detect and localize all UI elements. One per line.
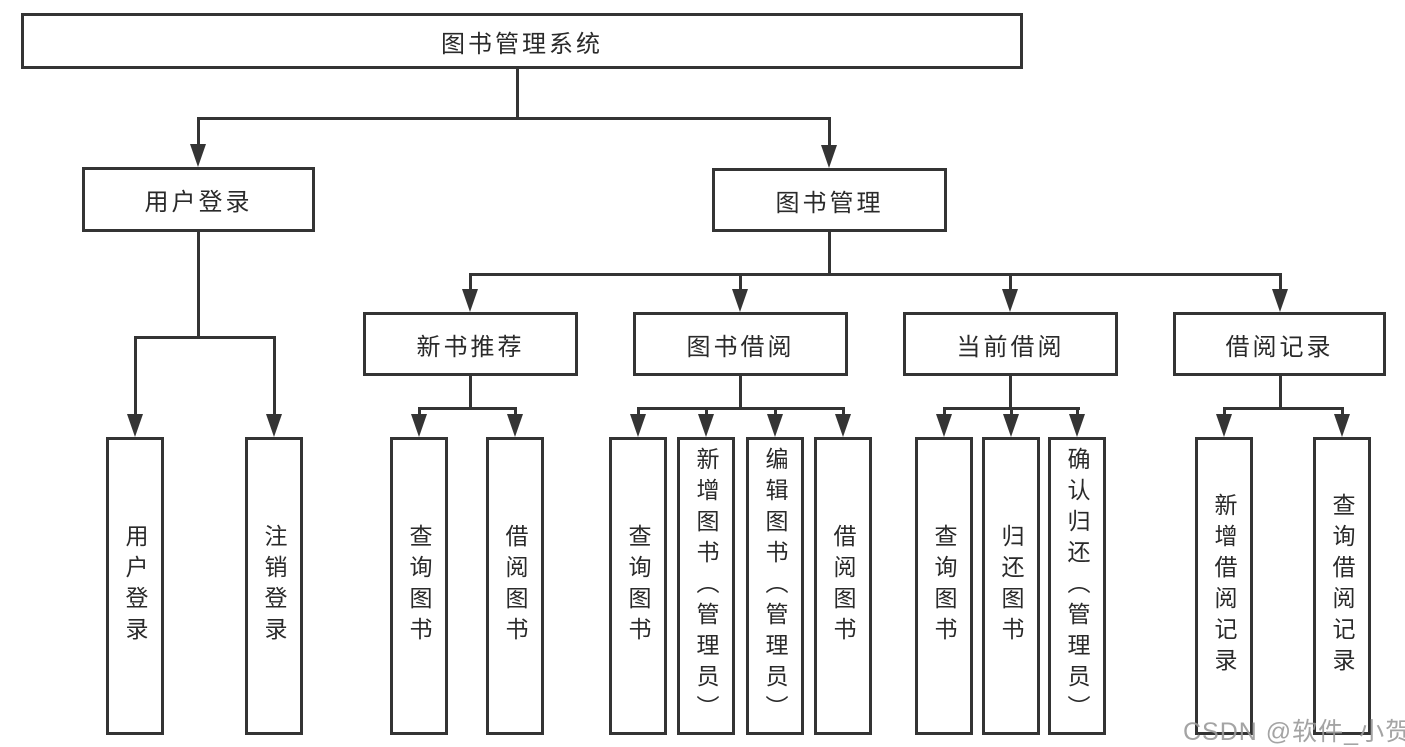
connector-line: [418, 407, 421, 417]
node-current-borrowing-label: 当前借阅: [956, 333, 1065, 361]
connector-line: [1010, 407, 1013, 417]
leaf-borrow-books-1-label: 借阅图书: [502, 524, 528, 648]
connector-line: [516, 69, 519, 119]
leaf-add-borrow-record-label: 新增借阅记录: [1211, 493, 1237, 679]
connector-line: [469, 273, 472, 291]
leaf-logout: 注销登录: [245, 437, 303, 735]
connector-line: [739, 273, 742, 291]
leaf-add-books-admin: 新增图书（管理员）: [677, 437, 735, 735]
leaf-logout-label: 注销登录: [261, 524, 287, 648]
node-borrowing-records: 借阅记录: [1173, 312, 1386, 376]
connector-line: [774, 407, 777, 417]
leaf-edit-books-admin-label: 编辑图书（管理员）: [762, 446, 788, 726]
node-root-label: 图书管理系统: [441, 30, 603, 58]
connector-line: [828, 117, 831, 147]
arrow-down-icon: [411, 414, 427, 437]
connector-line: [943, 407, 946, 417]
connector-line: [842, 407, 845, 417]
leaf-query-books-3: 查询图书: [915, 437, 973, 735]
connector-line: [637, 407, 640, 417]
leaf-edit-books-admin: 编辑图书（管理员）: [746, 437, 804, 735]
connector-line: [197, 117, 831, 120]
node-book-borrowing-label: 图书借阅: [686, 333, 795, 361]
leaf-borrow-books-2-label: 借阅图书: [830, 524, 856, 648]
arrow-down-icon: [732, 289, 748, 312]
connector-line: [418, 407, 517, 410]
node-new-book-recommend: 新书推荐: [363, 312, 578, 376]
node-root: 图书管理系统: [21, 13, 1023, 69]
node-user-login: 用户登录: [82, 167, 315, 232]
leaf-add-books-admin-label: 新增图书（管理员）: [693, 446, 719, 726]
arrow-down-icon: [698, 414, 714, 437]
connector-line: [1341, 407, 1344, 417]
leaf-confirm-return-admin-label: 确认归还（管理员）: [1064, 446, 1090, 726]
arrow-down-icon: [507, 414, 523, 437]
leaf-borrow-books-2: 借阅图书: [814, 437, 872, 735]
connector-line: [273, 336, 276, 415]
node-borrowing-records-label: 借阅记录: [1225, 333, 1334, 361]
connector-line: [705, 407, 708, 417]
connector-line: [828, 232, 831, 276]
leaf-user-login: 用户登录: [106, 437, 164, 735]
leaf-user-login-label: 用户登录: [122, 524, 148, 648]
connector-line: [1279, 376, 1282, 410]
connector-line: [514, 407, 517, 417]
connector-line: [469, 273, 1282, 276]
leaf-borrow-books-1: 借阅图书: [486, 437, 544, 735]
leaf-query-borrow-record: 查询借阅记录: [1313, 437, 1371, 735]
arrow-down-icon: [1069, 414, 1085, 437]
arrow-down-icon: [1334, 414, 1350, 437]
connector-line: [1279, 273, 1282, 291]
connector-line: [134, 336, 137, 415]
leaf-query-books-2: 查询图书: [609, 437, 667, 735]
node-book-management-label: 图书管理: [775, 189, 884, 217]
arrow-down-icon: [767, 414, 783, 437]
arrow-down-icon: [462, 289, 478, 312]
connector-line: [1076, 407, 1079, 417]
leaf-return-books: 归还图书: [982, 437, 1040, 735]
node-book-borrowing: 图书借阅: [633, 312, 848, 376]
leaf-query-borrow-record-label: 查询借阅记录: [1329, 493, 1355, 679]
node-book-management: 图书管理: [712, 168, 947, 232]
arrow-down-icon: [266, 414, 282, 437]
connector-line: [469, 376, 472, 410]
leaf-return-books-label: 归还图书: [998, 524, 1024, 648]
arrow-down-icon: [190, 144, 206, 167]
arrow-down-icon: [936, 414, 952, 437]
watermark: CSDN @软件_小贺同学: [1183, 718, 1405, 746]
arrow-down-icon: [835, 414, 851, 437]
connector-line: [1009, 376, 1012, 410]
node-current-borrowing: 当前借阅: [903, 312, 1118, 376]
connector-line: [739, 376, 742, 410]
connector-line: [1223, 407, 1226, 417]
arrow-down-icon: [1003, 414, 1019, 437]
connector-line: [637, 407, 845, 410]
leaf-query-books-2-label: 查询图书: [625, 524, 651, 648]
node-user-login-label: 用户登录: [144, 189, 253, 216]
arrow-down-icon: [1272, 289, 1288, 312]
arrow-down-icon: [127, 414, 143, 437]
arrow-down-icon: [1216, 414, 1232, 437]
connector-line: [197, 117, 200, 147]
connector-line: [197, 232, 200, 339]
leaf-add-borrow-record: 新增借阅记录: [1195, 437, 1253, 735]
arrow-down-icon: [630, 414, 646, 437]
connector-line: [1009, 273, 1012, 291]
node-new-book-recommend-label: 新书推荐: [416, 333, 525, 361]
connector-line: [134, 336, 275, 339]
connector-line: [1223, 407, 1344, 410]
arrow-down-icon: [821, 145, 837, 168]
leaf-query-books-1-label: 查询图书: [406, 524, 432, 648]
leaf-query-books-3-label: 查询图书: [931, 524, 957, 648]
leaf-query-books-1: 查询图书: [390, 437, 448, 735]
leaf-confirm-return-admin: 确认归还（管理员）: [1048, 437, 1106, 735]
arrow-down-icon: [1002, 289, 1018, 312]
